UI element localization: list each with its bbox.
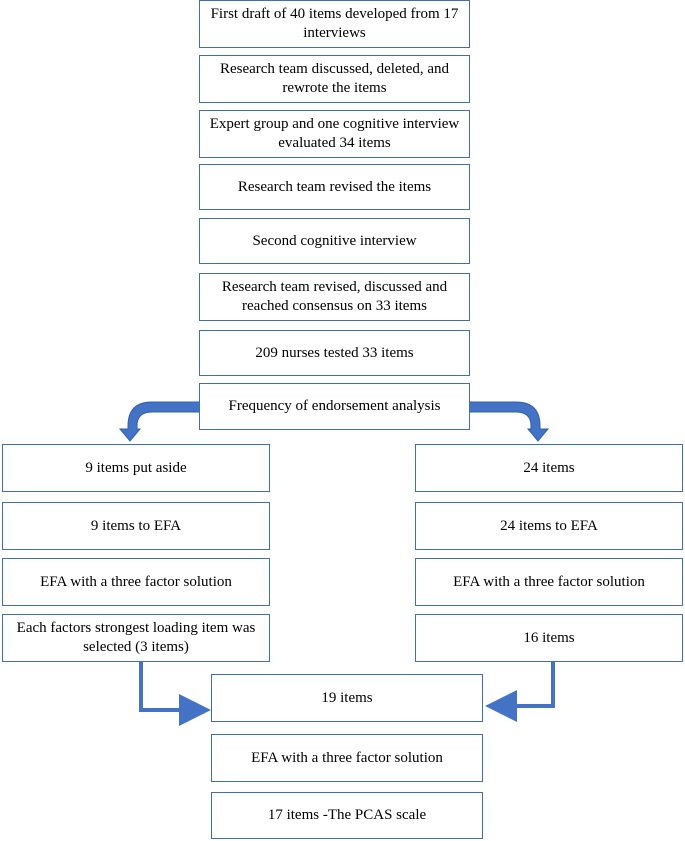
left-strongest-loading: Each factors strongest loading item was … — [2, 614, 270, 662]
left-efa-solution: EFA with a three factor solution — [2, 558, 270, 606]
elbow-arrow-right — [485, 662, 555, 722]
merge-efa-solution: EFA with a three factor solution — [211, 734, 483, 782]
curved-arrow-right — [467, 401, 550, 442]
step-second-cognitive: Second cognitive interview — [199, 218, 470, 264]
step-team-revised: Research team revised the items — [199, 164, 470, 210]
elbow-arrow-left — [139, 662, 211, 726]
right-efa-solution: EFA with a three factor solution — [415, 558, 683, 606]
step-nurses-tested: 209 nurses tested 33 items — [199, 330, 470, 376]
right-items: 24 items — [415, 444, 683, 492]
left-to-efa: 9 items to EFA — [2, 502, 270, 550]
left-put-aside: 9 items put aside — [2, 444, 270, 492]
step-frequency-analysis: Frequency of endorsement analysis — [199, 383, 470, 430]
merge-nineteen-items: 19 items — [211, 674, 483, 722]
step-team-discussed: Research team discussed, deleted, and re… — [199, 55, 470, 103]
step-consensus: Research team revised, discussed and rea… — [199, 273, 470, 321]
curved-arrow-left — [118, 401, 201, 442]
right-sixteen-items: 16 items — [415, 614, 683, 662]
right-to-efa: 24 items to EFA — [415, 502, 683, 550]
merge-final-scale: 17 items -The PCAS scale — [211, 792, 483, 839]
step-expert-group: Expert group and one cognitive interview… — [199, 110, 470, 158]
step-first-draft: First draft of 40 items developed from 1… — [199, 0, 470, 48]
